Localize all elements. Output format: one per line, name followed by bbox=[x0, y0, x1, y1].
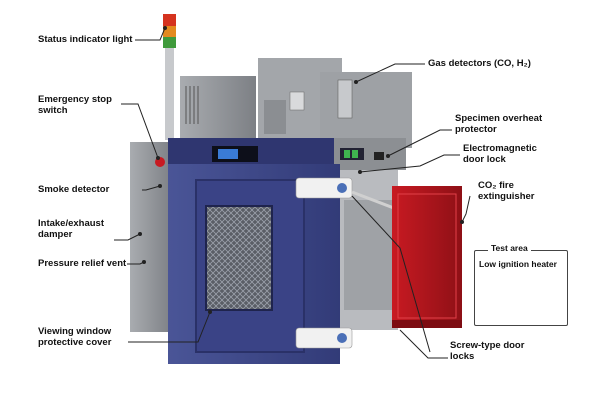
label-viewing-window: Viewing window protective cover bbox=[38, 326, 111, 348]
label-emergency-stop-line2: switch bbox=[38, 105, 68, 116]
label-gas-detectors: Gas detectors (CO, H₂) bbox=[428, 58, 531, 69]
label-co2-line1: CO₂ fire bbox=[478, 180, 514, 191]
label-electromagnetic-lock: Electromagnetic door lock bbox=[463, 143, 537, 165]
label-screw-door-locks: Screw-type door locks bbox=[450, 340, 524, 362]
label-intake-line1: Intake/exhaust bbox=[38, 218, 104, 229]
label-viewing-window-line2: protective cover bbox=[38, 337, 112, 348]
gas-detector-unit bbox=[320, 72, 412, 148]
label-emergency-stop: Emergency stop switch bbox=[38, 94, 112, 116]
label-co2-extinguisher: CO₂ fire extinguisher bbox=[478, 180, 535, 202]
test-area-box bbox=[474, 250, 568, 326]
status-light-orange bbox=[163, 26, 176, 37]
test-area-title: Test area bbox=[488, 243, 531, 253]
status-light-green bbox=[163, 37, 176, 48]
label-door-lock-line1: Electromagnetic bbox=[463, 143, 537, 154]
label-emergency-stop-line1: Emergency stop bbox=[38, 94, 112, 105]
label-screw-line2: locks bbox=[450, 351, 475, 362]
label-specimen-line1: Specimen overheat bbox=[455, 113, 543, 124]
label-smoke-detector: Smoke detector bbox=[38, 184, 110, 195]
test-area-subtitle: Low ignition heater bbox=[479, 259, 557, 269]
co2-extinguisher-cabinet bbox=[392, 186, 462, 326]
label-specimen-line2: protector bbox=[455, 124, 497, 135]
side-panel bbox=[130, 142, 172, 332]
label-intake-line2: damper bbox=[38, 229, 73, 240]
viewing-window-cover bbox=[205, 205, 273, 311]
label-door-lock-line2: door lock bbox=[463, 154, 506, 165]
label-intake-exhaust: Intake/exhaust damper bbox=[38, 218, 104, 240]
label-specimen-overheat: Specimen overheat protector bbox=[455, 113, 542, 135]
status-light-red bbox=[163, 14, 176, 26]
door-lock-lower bbox=[295, 327, 353, 349]
door-lock-upper bbox=[295, 177, 353, 199]
label-status-indicator: Status indicator light bbox=[38, 34, 133, 45]
label-screw-line1: Screw-type door bbox=[450, 340, 525, 351]
label-pressure-relief: Pressure relief vent bbox=[38, 258, 127, 269]
label-viewing-window-line1: Viewing window bbox=[38, 326, 112, 337]
label-co2-line2: extinguisher bbox=[478, 191, 535, 202]
